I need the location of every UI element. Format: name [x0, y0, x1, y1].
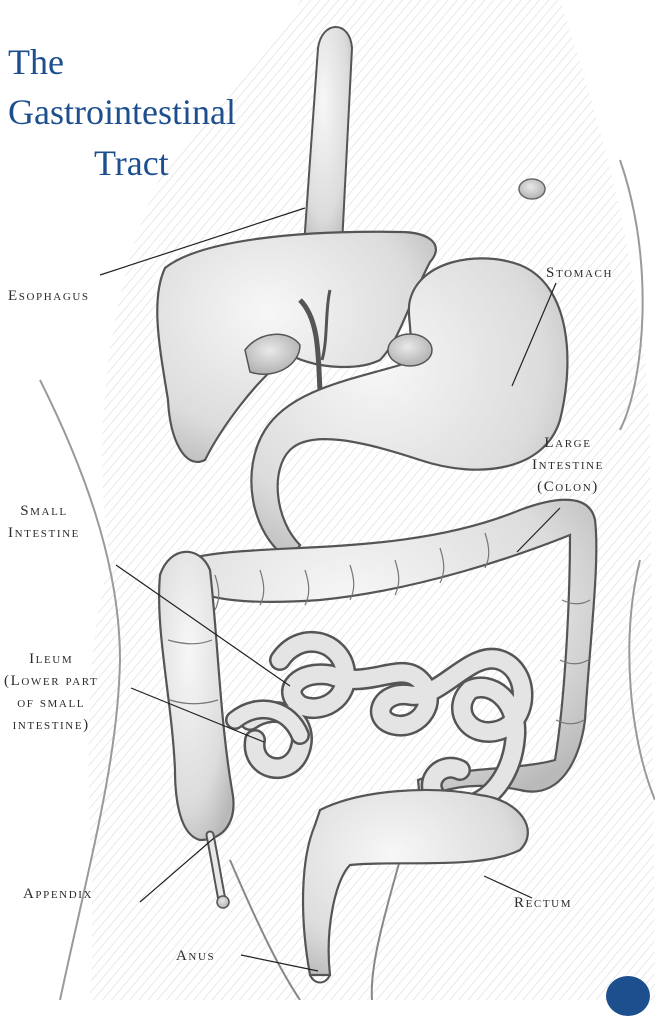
label-stomach: Stomach	[546, 262, 613, 284]
title-line-1: The	[8, 40, 64, 84]
label-ileum-line1: Ileum	[4, 648, 98, 670]
label-large-intestine-line1: Large	[532, 432, 604, 454]
label-small-intestine: Small Intestine	[8, 500, 80, 544]
label-large-intestine: Large Intestine (Colon)	[532, 432, 604, 498]
title-line-3: Tract	[94, 141, 169, 185]
label-appendix: Appendix	[23, 883, 93, 905]
title-line-2: Gastrointestinal	[8, 90, 236, 134]
label-ileum-line2: (Lower part	[4, 670, 98, 692]
page-corner-mark	[606, 976, 650, 1016]
label-ileum-line3: of small	[4, 692, 98, 714]
label-ileum-line4: intestine)	[4, 714, 98, 736]
label-anus: Anus	[176, 945, 215, 967]
label-esophagus: Esophagus	[8, 285, 90, 307]
label-large-intestine-line3: (Colon)	[532, 476, 604, 498]
label-ileum: Ileum (Lower part of small intestine)	[4, 648, 98, 736]
label-small-intestine-line1: Small	[8, 500, 80, 522]
label-large-intestine-line2: Intestine	[532, 454, 604, 476]
label-rectum: Rectum	[514, 892, 572, 914]
label-small-intestine-line2: Intestine	[8, 522, 80, 544]
